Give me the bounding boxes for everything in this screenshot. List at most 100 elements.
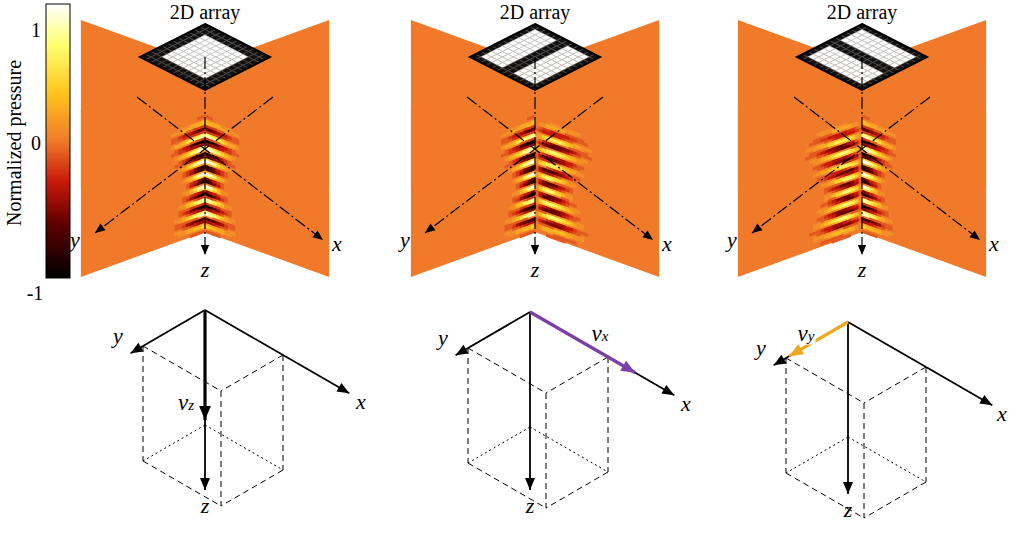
hidden-edge (848, 437, 926, 482)
box-edge (221, 355, 283, 391)
pressure-fringes (520, 130, 569, 230)
arrowhead (531, 245, 539, 255)
axis-line (425, 97, 603, 233)
pressure-fringes (862, 141, 870, 211)
colorbar (46, 4, 70, 278)
velocity-label: vy (797, 322, 816, 345)
axis-line (534, 57, 535, 255)
axis-line (205, 310, 349, 393)
axis-label: y (756, 337, 766, 359)
axis-label: y (438, 327, 448, 349)
box-edge (143, 346, 144, 461)
axis-line (95, 97, 273, 233)
axis-line (794, 97, 980, 240)
axis-label: z (858, 259, 867, 281)
arrowhead (774, 355, 787, 365)
velocity-arrow (203, 310, 206, 420)
axis-label: x (681, 393, 691, 415)
arrowhead (858, 245, 866, 255)
velocity-arrow (789, 322, 848, 356)
arrowhead (425, 224, 436, 233)
arrowhead (643, 231, 654, 240)
arrowhead (200, 478, 210, 490)
velocity-axes (131, 310, 993, 518)
velocity-arrow (530, 312, 635, 373)
field-panel (411, 20, 659, 277)
arrowhead (336, 383, 349, 393)
axis-line (456, 312, 530, 355)
velocity-label: vz (177, 391, 195, 414)
tick-label: 0 (31, 133, 41, 153)
box-edge (283, 355, 284, 470)
box-edge (143, 461, 221, 506)
pressure-fringes (520, 127, 562, 225)
axis-line (774, 322, 848, 365)
panel-title: 2D array (500, 2, 571, 22)
axis-label: z (526, 495, 535, 517)
arrowhead (789, 344, 804, 356)
axis-line (467, 97, 653, 240)
box-edge (468, 348, 546, 393)
pressure-fringes (523, 155, 554, 224)
hidden-edge (530, 427, 608, 472)
pressure-fringes (820, 130, 884, 233)
arrowhead (201, 245, 209, 255)
arrowhead (752, 224, 763, 233)
panel-title: 2D array (170, 2, 241, 22)
velocity-label: vx (591, 322, 610, 345)
box-edge (786, 358, 864, 403)
box-edge (608, 357, 609, 472)
arrowhead (661, 385, 674, 395)
axis-line (137, 97, 323, 240)
box-edge (221, 470, 283, 506)
box-edge (864, 403, 865, 518)
axis-label: z (201, 259, 210, 281)
axis-line (204, 57, 205, 255)
colorbar-title: Normalized pressure (4, 60, 24, 226)
arrowhead (843, 482, 853, 494)
box-edge (468, 463, 546, 508)
arrowhead (525, 478, 535, 490)
arrowhead (95, 224, 106, 233)
axis-line (529, 312, 531, 490)
pressure-fringes (817, 125, 889, 235)
axis-line (530, 312, 674, 395)
axis-label: x (989, 233, 999, 255)
box-edge (864, 367, 926, 403)
pressure-fringes (508, 125, 580, 235)
axis-label: y (113, 325, 123, 347)
box-edge (926, 367, 927, 482)
box-edge (221, 391, 222, 506)
axis-label: x (662, 233, 672, 255)
field-panel (738, 20, 986, 277)
axis-line (131, 310, 205, 353)
axis-line (861, 57, 862, 255)
hidden-edge (468, 427, 530, 463)
axis-label: y (727, 229, 737, 251)
panel-title: 2D array (827, 2, 898, 22)
axis-line (848, 322, 992, 405)
axis-label: y (70, 229, 80, 251)
axis-line (204, 310, 206, 490)
axis-label: z (844, 499, 853, 521)
box-edge (864, 482, 926, 518)
field-panel (81, 20, 329, 277)
box-edge (786, 473, 864, 518)
pressure-fringes (805, 115, 896, 246)
box-edge (546, 393, 547, 508)
hidden-edge (205, 425, 283, 470)
arrowhead (970, 231, 981, 240)
box-edge (546, 357, 608, 393)
tick-label: 1 (31, 20, 41, 40)
axis-label: z (201, 495, 210, 517)
arrowhead (313, 231, 324, 240)
axis-label: x (356, 391, 366, 413)
axis-label: x (997, 403, 1007, 425)
axis-line (847, 322, 849, 494)
box-edge (786, 358, 787, 473)
coordinate-box (456, 312, 675, 508)
pressure-field-panels (81, 20, 986, 277)
tick-label: -1 (27, 283, 44, 303)
box-edge (546, 472, 608, 508)
